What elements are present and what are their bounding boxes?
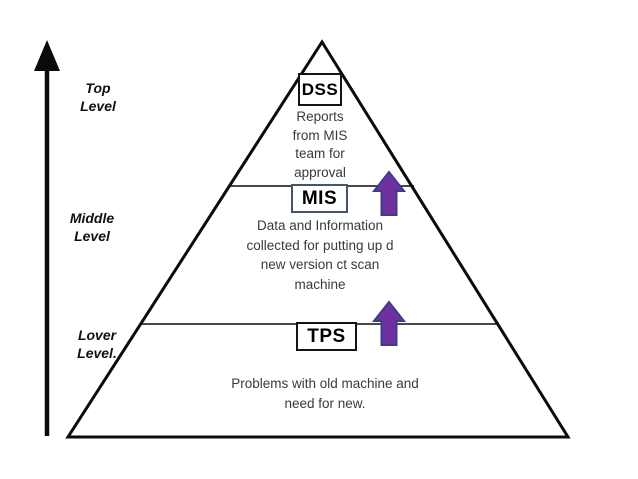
up-arrow-mis-icon bbox=[371, 170, 407, 216]
middle-level-label: Middle Level bbox=[69, 210, 115, 244]
tps-box-label: TPS bbox=[307, 325, 346, 347]
mis-box: MIS bbox=[291, 184, 348, 213]
top-level-label: Top Level bbox=[80, 80, 116, 114]
up-arrow-tps-icon bbox=[371, 300, 407, 346]
lower-level-label: Lover Level. bbox=[77, 327, 117, 361]
tps-box: TPS bbox=[296, 322, 357, 351]
dss-description: Reports from MIS team for approval bbox=[292, 109, 348, 180]
y-axis-arrowhead-icon bbox=[34, 40, 60, 71]
dss-box: DSS bbox=[298, 73, 342, 106]
tps-description: Problems with old machine and need for n… bbox=[231, 376, 419, 411]
pyramid-outline bbox=[65, 39, 571, 439]
mis-box-label: MIS bbox=[301, 187, 338, 209]
dss-box-label: DSS bbox=[301, 79, 339, 99]
mis-description: Data and Information collected for putti… bbox=[246, 218, 394, 292]
